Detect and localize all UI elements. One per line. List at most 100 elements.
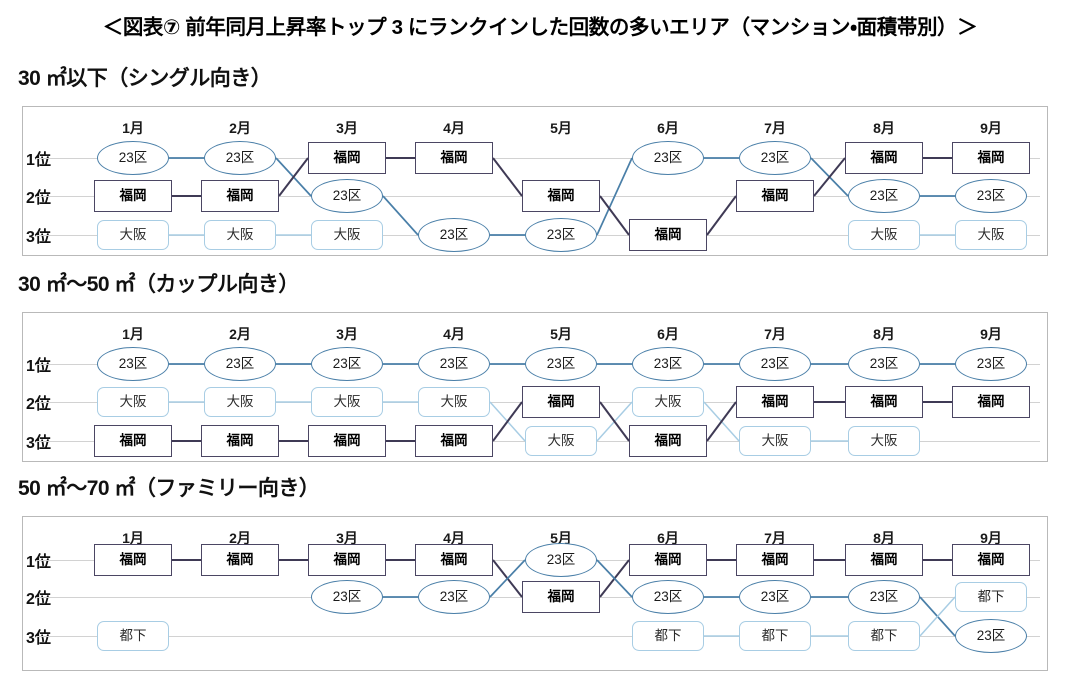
rank-label-1: 1位	[26, 358, 51, 375]
link-23区	[382, 195, 419, 236]
node-toka[interactable]: 都下	[955, 582, 1027, 612]
node-tokyo23[interactable]: 23区	[525, 347, 597, 381]
node-fukuoka[interactable]: 福岡	[952, 142, 1030, 174]
node-fukuoka[interactable]: 福岡	[952, 386, 1030, 418]
link-都下	[919, 596, 956, 637]
month-header-6: 6月	[657, 530, 679, 546]
node-osaka[interactable]: 大阪	[204, 220, 276, 250]
month-header-8: 8月	[873, 326, 895, 342]
node-osaka[interactable]: 大阪	[955, 220, 1027, 250]
node-tokyo23[interactable]: 23区	[955, 179, 1027, 213]
node-tokyo23[interactable]: 23区	[632, 580, 704, 614]
node-tokyo23[interactable]: 23区	[848, 580, 920, 614]
node-osaka[interactable]: 大阪	[848, 220, 920, 250]
node-fukuoka[interactable]: 福岡	[845, 386, 923, 418]
month-header-9: 9月	[980, 326, 1002, 342]
link-福岡	[278, 157, 309, 197]
month-header-3: 3月	[336, 530, 358, 546]
node-fukuoka[interactable]: 福岡	[522, 386, 600, 418]
node-tokyo23[interactable]: 23区	[955, 347, 1027, 381]
node-fukuoka[interactable]: 福岡	[845, 142, 923, 174]
node-osaka[interactable]: 大阪	[739, 426, 811, 456]
link-福岡	[813, 157, 846, 197]
node-tokyo23[interactable]: 23区	[311, 347, 383, 381]
month-header-3: 3月	[336, 120, 358, 136]
node-fukuoka[interactable]: 福岡	[415, 142, 493, 174]
node-osaka[interactable]: 大阪	[311, 387, 383, 417]
node-toka[interactable]: 都下	[848, 621, 920, 651]
node-fukuoka[interactable]: 福岡	[201, 180, 279, 212]
month-header-1: 1月	[122, 326, 144, 342]
node-tokyo23[interactable]: 23区	[739, 580, 811, 614]
node-tokyo23[interactable]: 23区	[97, 347, 169, 381]
node-osaka[interactable]: 大阪	[418, 387, 490, 417]
node-toka[interactable]: 都下	[739, 621, 811, 651]
node-tokyo23[interactable]: 23区	[204, 141, 276, 175]
node-osaka[interactable]: 大阪	[525, 426, 597, 456]
node-osaka[interactable]: 大阪	[311, 220, 383, 250]
node-fukuoka[interactable]: 福岡	[94, 425, 172, 457]
node-fukuoka[interactable]: 福岡	[629, 544, 707, 576]
node-fukuoka[interactable]: 福岡	[201, 544, 279, 576]
month-header-4: 4月	[443, 530, 465, 546]
node-fukuoka[interactable]: 福岡	[522, 180, 600, 212]
node-tokyo23[interactable]: 23区	[632, 347, 704, 381]
month-header-8: 8月	[873, 120, 895, 136]
node-toka[interactable]: 都下	[632, 621, 704, 651]
node-tokyo23[interactable]: 23区	[311, 580, 383, 614]
rank-label-3: 3位	[26, 630, 51, 647]
node-osaka[interactable]: 大阪	[204, 387, 276, 417]
node-tokyo23[interactable]: 23区	[848, 347, 920, 381]
rank-label-2: 2位	[26, 190, 51, 207]
node-tokyo23[interactable]: 23区	[955, 619, 1027, 653]
rank-label-1: 1位	[26, 554, 51, 571]
node-fukuoka[interactable]: 福岡	[736, 544, 814, 576]
node-fukuoka[interactable]: 福岡	[736, 386, 814, 418]
month-header-3: 3月	[336, 326, 358, 342]
link-23区	[489, 559, 526, 598]
section-title: 30 ㎡〜50 ㎡（カップル向き）	[18, 273, 299, 296]
node-osaka[interactable]: 大阪	[632, 387, 704, 417]
link-福岡	[599, 195, 630, 236]
node-fukuoka[interactable]: 福岡	[308, 544, 386, 576]
node-tokyo23[interactable]: 23区	[525, 543, 597, 577]
node-toka[interactable]: 都下	[97, 621, 169, 651]
node-fukuoka[interactable]: 福岡	[415, 544, 493, 576]
link-23区	[596, 559, 633, 598]
rank-label-2: 2位	[26, 396, 51, 413]
month-header-2: 2月	[229, 530, 251, 546]
node-fukuoka[interactable]: 福岡	[952, 544, 1030, 576]
node-fukuoka[interactable]: 福岡	[308, 425, 386, 457]
link-福岡	[706, 195, 737, 236]
node-fukuoka[interactable]: 福岡	[415, 425, 493, 457]
node-fukuoka[interactable]: 福岡	[522, 581, 600, 613]
node-tokyo23[interactable]: 23区	[418, 347, 490, 381]
node-osaka[interactable]: 大阪	[97, 220, 169, 250]
node-fukuoka[interactable]: 福岡	[201, 425, 279, 457]
node-tokyo23[interactable]: 23区	[739, 347, 811, 381]
node-fukuoka[interactable]: 福岡	[94, 180, 172, 212]
node-fukuoka[interactable]: 福岡	[308, 142, 386, 174]
node-tokyo23[interactable]: 23区	[311, 179, 383, 213]
node-tokyo23[interactable]: 23区	[632, 141, 704, 175]
node-fukuoka[interactable]: 福岡	[629, 219, 707, 251]
node-tokyo23[interactable]: 23区	[418, 580, 490, 614]
node-fukuoka[interactable]: 福岡	[629, 425, 707, 457]
node-tokyo23[interactable]: 23区	[848, 179, 920, 213]
node-tokyo23[interactable]: 23区	[204, 347, 276, 381]
month-header-8: 8月	[873, 530, 895, 546]
node-fukuoka[interactable]: 福岡	[94, 544, 172, 576]
node-tokyo23[interactable]: 23区	[739, 141, 811, 175]
node-tokyo23[interactable]: 23区	[418, 218, 490, 252]
figure-title: ＜図表⑦ 前年同月上昇率トップ 3 にランクインした回数の多いエリア（マンション…	[102, 16, 978, 39]
month-header-2: 2月	[229, 326, 251, 342]
node-fukuoka[interactable]: 福岡	[736, 180, 814, 212]
node-osaka[interactable]: 大阪	[848, 426, 920, 456]
node-fukuoka[interactable]: 福岡	[845, 544, 923, 576]
month-header-5: 5月	[550, 530, 572, 546]
node-tokyo23[interactable]: 23区	[97, 141, 169, 175]
node-tokyo23[interactable]: 23区	[525, 218, 597, 252]
node-osaka[interactable]: 大阪	[97, 387, 169, 417]
